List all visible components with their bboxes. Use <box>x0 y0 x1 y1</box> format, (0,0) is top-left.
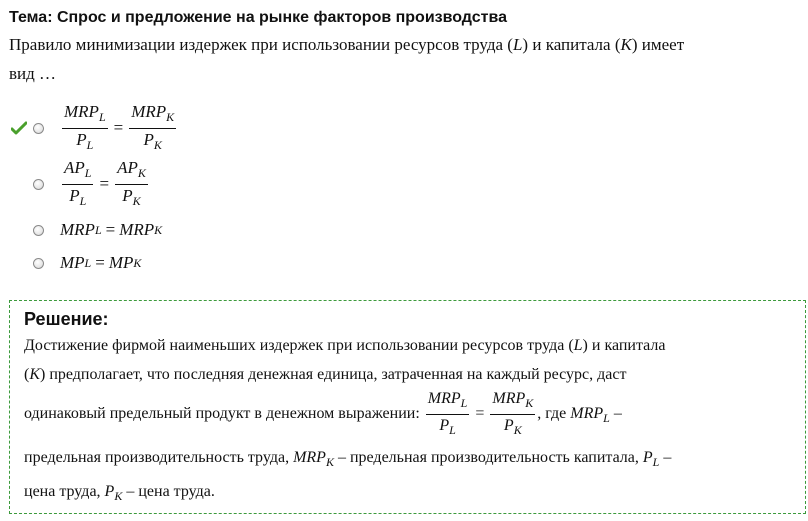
question-part4: вид … <box>9 64 57 83</box>
question-part3: имеет <box>641 35 685 54</box>
option-formula: MRPL PL = MRPK PK <box>62 101 177 152</box>
radio-button[interactable] <box>33 224 44 236</box>
var-L: L <box>512 35 523 54</box>
option-formula: APL PL = APK PK <box>62 157 148 208</box>
topic-title: Тема: Спрос и предложение на рынке факто… <box>9 9 508 26</box>
question-part2: и капитала <box>532 35 611 54</box>
solution-formula: MRPL PL <box>425 390 470 437</box>
solution-title: Решение: <box>24 309 109 329</box>
radio-button[interactable] <box>33 178 44 190</box>
solution-text: Достижение фирмой наименьших издержек пр… <box>24 337 672 504</box>
check-icon <box>11 121 27 135</box>
radio-button[interactable] <box>33 257 44 269</box>
solution-box: Решение: Достижение фирмой наименьших из… <box>9 300 806 514</box>
question-part1: Правило минимизации издержек при использ… <box>9 35 504 54</box>
radio-button[interactable] <box>33 122 44 134</box>
question-text: Правило минимизации издержек при использ… <box>9 35 685 83</box>
var-K: K <box>620 35 632 54</box>
